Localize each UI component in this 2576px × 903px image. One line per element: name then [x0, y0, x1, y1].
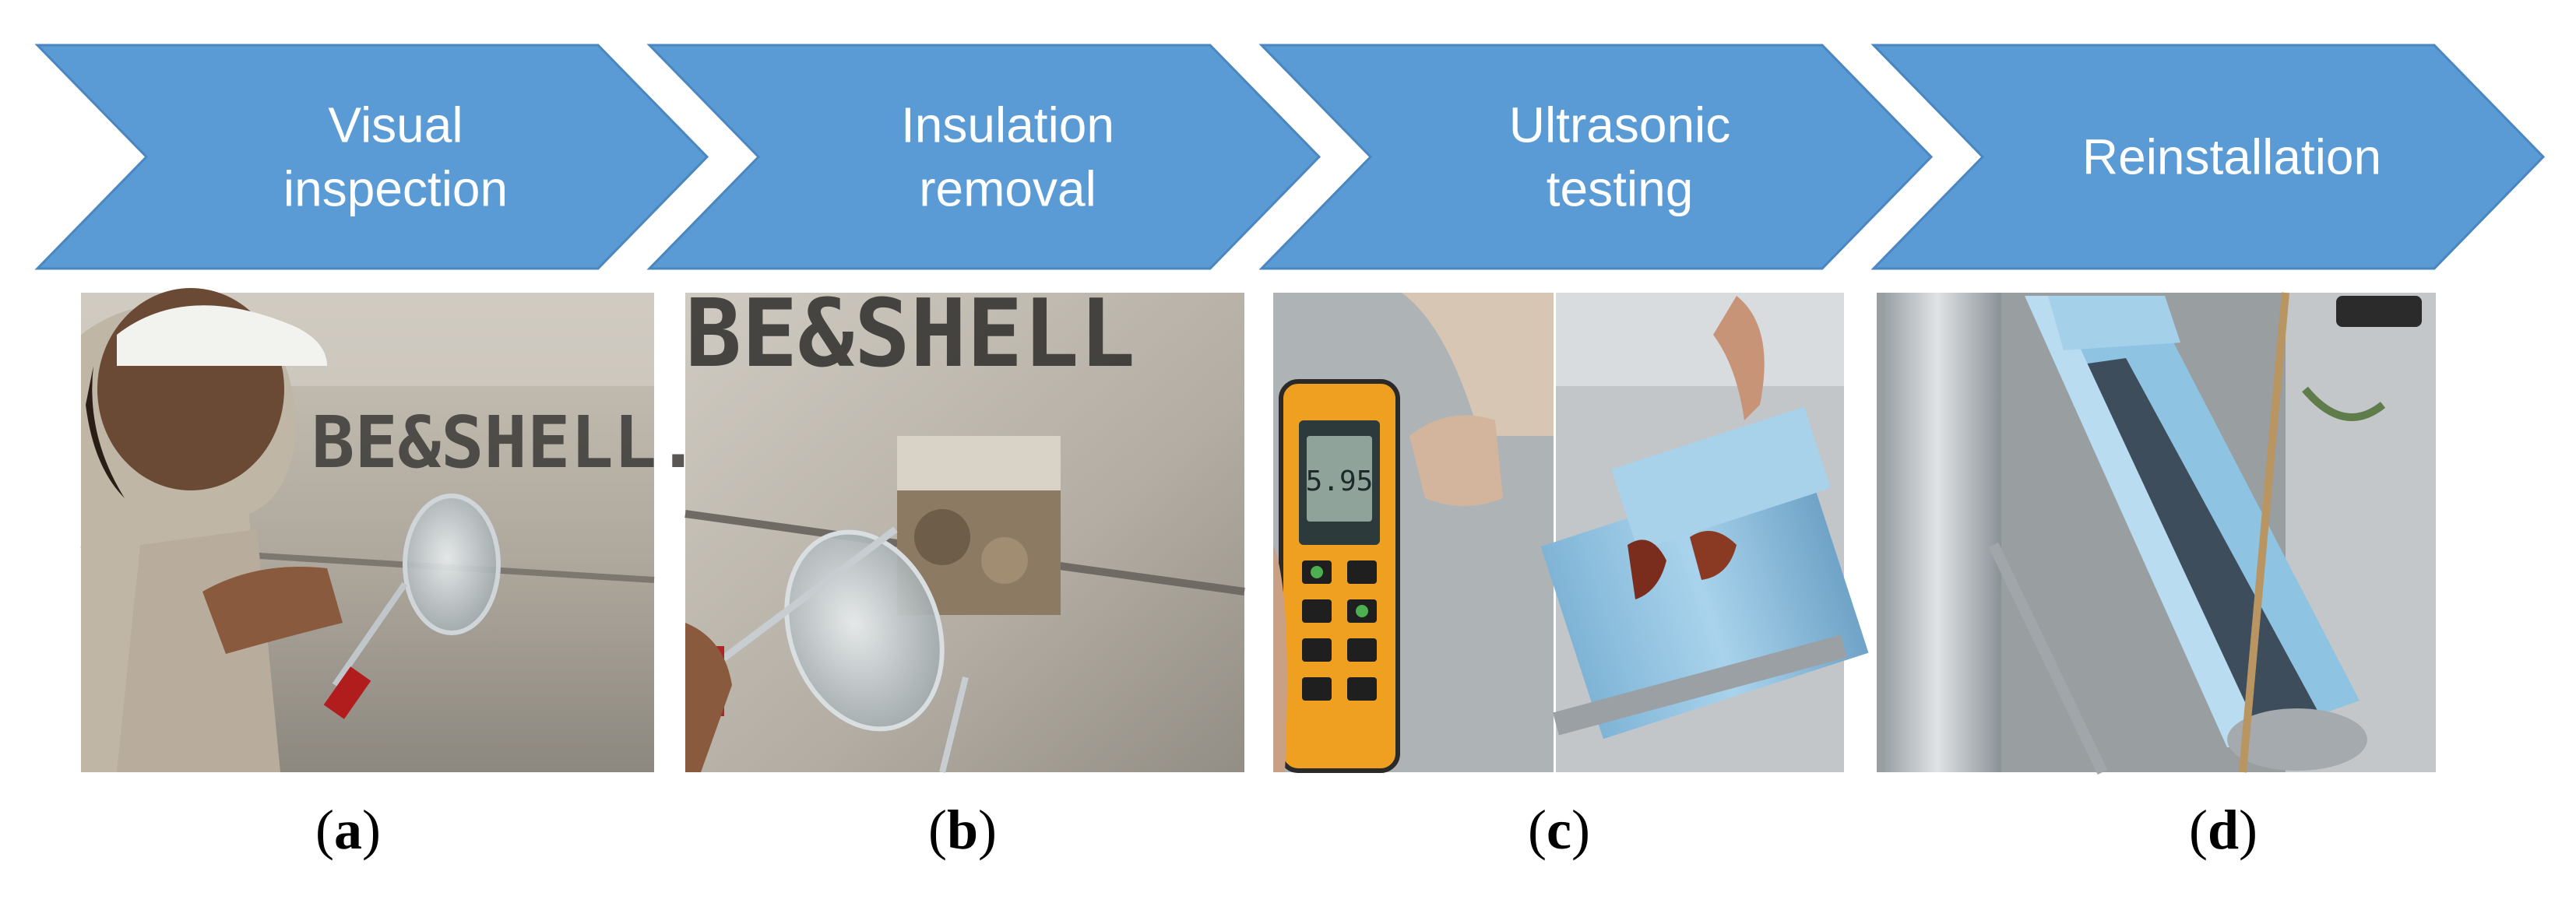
subfigure-label-a: (a): [315, 799, 381, 861]
gauge-reading: 5.95: [1306, 466, 1374, 497]
process-step-line: Insulation: [901, 97, 1114, 153]
process-step-line: Reinstallation: [2082, 129, 2381, 185]
process-step-label-3: Ultrasonic testing: [1509, 97, 1731, 217]
photo-visual-inspection: BE&SHELL.S: [80, 288, 743, 772]
process-step-line: inspection: [283, 161, 508, 217]
stencil-text-b: BE&SHELL: [685, 280, 1135, 388]
process-step-line: Visual: [328, 97, 463, 153]
process-arrows: Visual inspection Insulation removal Ultraso…: [34, 44, 2546, 270]
process-step-line: testing: [1547, 161, 1694, 217]
subfigure-labels: (a) (b) (c) (d): [315, 799, 2258, 861]
process-step-label-2: Insulation removal: [901, 97, 1114, 217]
photo-ultrasonic-testing: 5.95: [1273, 293, 1869, 773]
subfigure-label-b: (b): [928, 799, 997, 861]
process-step-line: Ultrasonic: [1509, 97, 1731, 153]
process-step-label-1: Visual inspection: [283, 97, 508, 217]
process-arrow-1: [34, 44, 709, 270]
subfigure-label-d: (d): [2189, 799, 2258, 861]
photo-reinstallation: [1877, 292, 2436, 775]
process-arrow-4: [1870, 44, 2546, 270]
photo-insulation-removal: BE&SHELL: [684, 280, 1245, 773]
stencil-text-a: BE&SHELL.S: [311, 401, 743, 484]
process-step-line: removal: [919, 161, 1096, 217]
process-arrow-3: [1258, 44, 1934, 270]
process-arrow-2: [646, 44, 1321, 270]
subfigure-label-c: (c): [1528, 799, 1590, 861]
process-step-label-4: Reinstallation: [2082, 129, 2381, 185]
